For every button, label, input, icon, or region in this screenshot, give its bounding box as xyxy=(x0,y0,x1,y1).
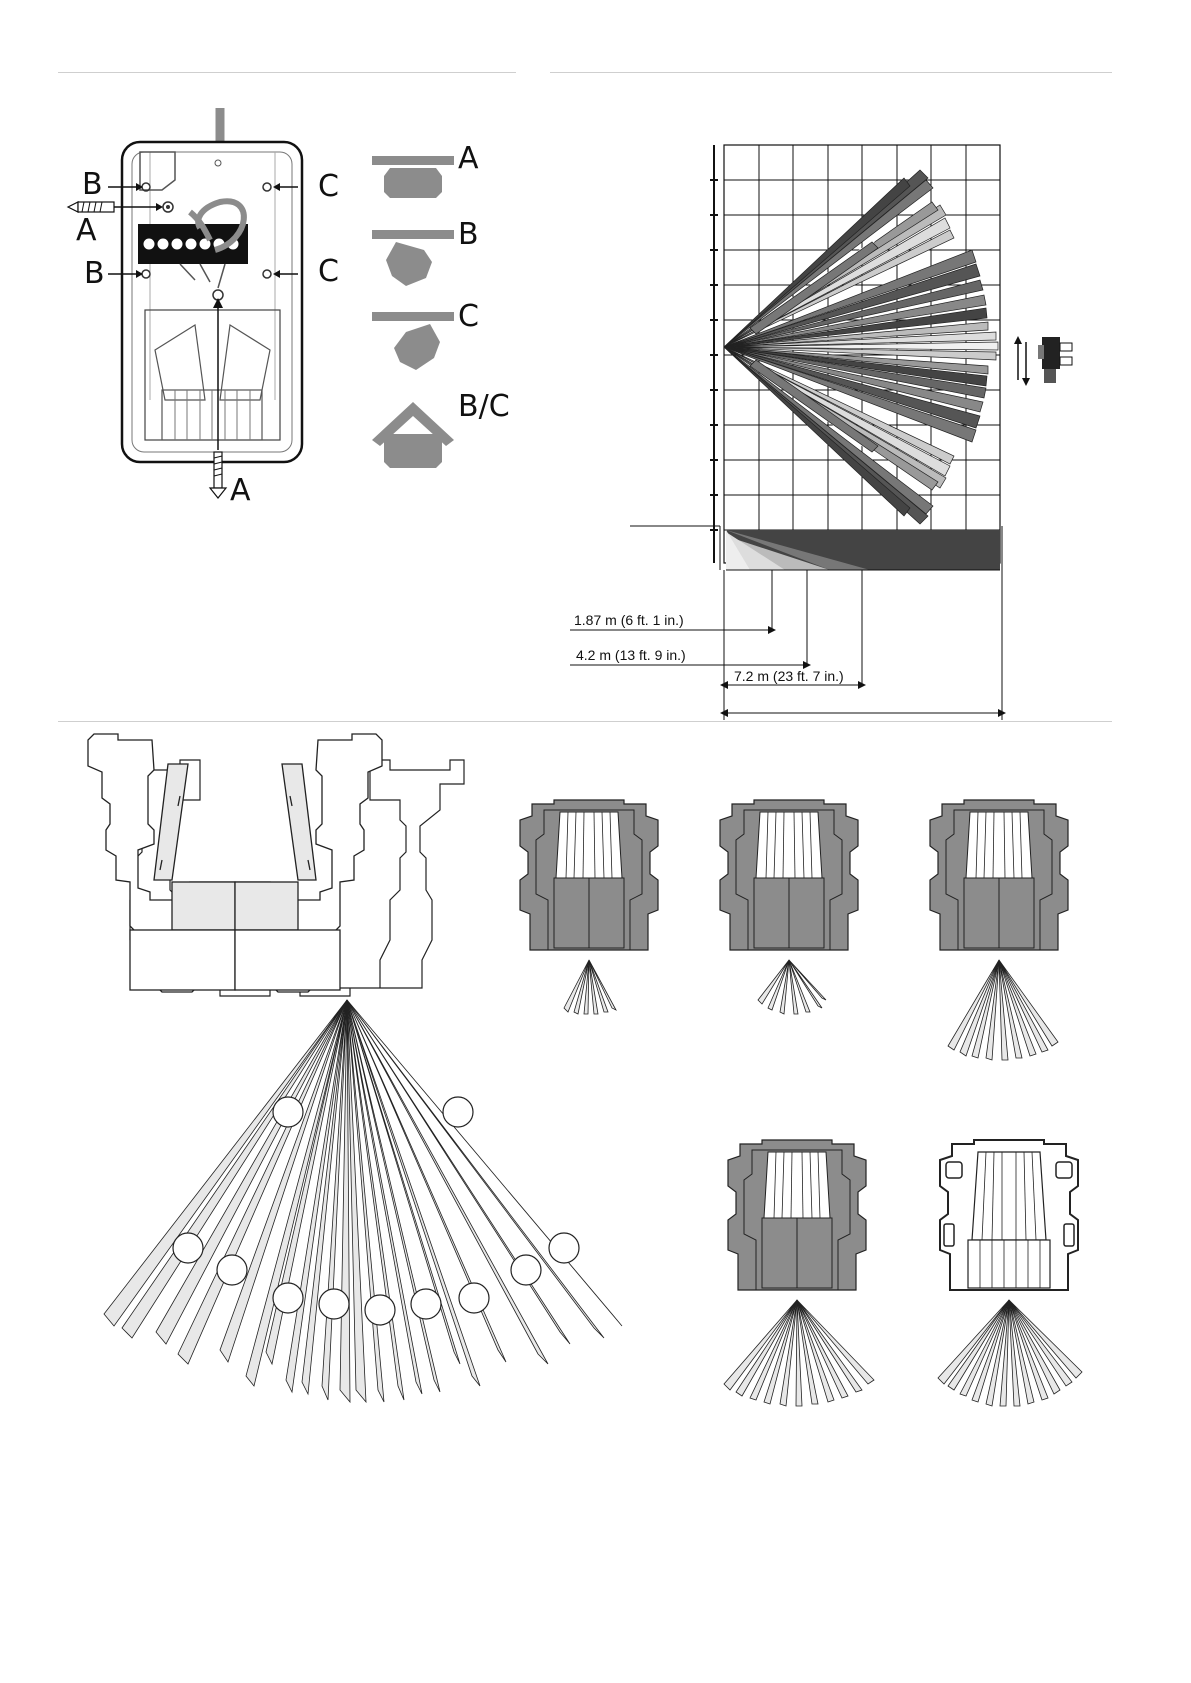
sensor-variant-3 xyxy=(930,800,1068,1060)
position-a: A xyxy=(372,141,479,198)
label-c-bottom: C xyxy=(318,254,339,289)
label-b-top: B xyxy=(82,167,103,202)
sensor-variants xyxy=(500,800,1140,1420)
beam-pattern-1 xyxy=(564,960,616,1014)
position-c: C xyxy=(372,299,479,370)
sensor-variant-1 xyxy=(520,800,658,1014)
dimension-label-2: 4.2 m (13 ft. 9 in.) xyxy=(576,647,686,663)
sensor-variant-5 xyxy=(938,1140,1082,1406)
position-bc: B/C xyxy=(372,389,510,468)
label-b-bottom: B xyxy=(84,256,105,291)
sensor-side-icon xyxy=(1038,337,1072,383)
label-c-top: C xyxy=(318,169,339,204)
detection-beams xyxy=(724,170,998,524)
mounting-diagram: B A B C C A A B C B/C xyxy=(50,100,520,530)
dimension-label-3: 7.2 m (23 ft. 7 in.) xyxy=(734,668,844,684)
beam-pattern-5 xyxy=(938,1300,1082,1406)
position-label-c: C xyxy=(458,299,479,334)
side-view-range xyxy=(630,526,1000,570)
beam-pattern-2 xyxy=(758,960,826,1014)
middle-rule xyxy=(58,721,1112,722)
position-label-a: A xyxy=(458,141,479,176)
coverage-pattern: 1.87 m (6 ft. 1 in.) 4.2 m (13 ft. 9 in.… xyxy=(610,130,1090,720)
top-rule-left xyxy=(58,72,516,73)
beam-pattern-4 xyxy=(724,1300,874,1406)
top-rule-right xyxy=(550,72,1112,73)
coverage-svg: 1.87 m (6 ft. 1 in.) 4.2 m (13 ft. 9 in.… xyxy=(610,130,1090,720)
beam-pattern-3 xyxy=(948,960,1058,1060)
dimension-label-1: 1.87 m (6 ft. 1 in.) xyxy=(574,612,684,628)
position-label-bc: B/C xyxy=(458,389,510,424)
position-label-b: B xyxy=(458,217,479,252)
sensor-variant-4 xyxy=(724,1140,874,1406)
label-a-bottom: A xyxy=(230,473,251,508)
position-b: B xyxy=(372,217,479,286)
label-a-left: A xyxy=(76,213,97,248)
sensor-variant-2 xyxy=(720,800,858,1014)
height-arrow-icon xyxy=(1018,340,1026,382)
